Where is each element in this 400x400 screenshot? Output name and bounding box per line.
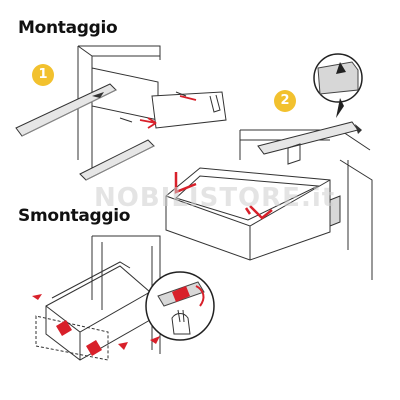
section-title-smontaggio: Smontaggio: [18, 206, 131, 226]
hand-icon: [171, 313, 191, 335]
drawer-front-fitting: [329, 195, 341, 227]
rail-end-icon: [355, 124, 362, 134]
section-title-montaggio: Montaggio: [18, 18, 118, 38]
cabinet-right-side: [339, 159, 373, 280]
rail-lower: [79, 139, 155, 181]
zoom-rail-detail: [317, 61, 359, 95]
screw-lower: [119, 117, 133, 123]
red-marker-top: [32, 294, 42, 300]
drawer-ghost-dashed: [35, 315, 109, 361]
red-bracket-right: [249, 205, 273, 220]
drawer-inner: [175, 175, 320, 221]
rail-upper: [15, 83, 117, 137]
step-badge-1: 1: [32, 64, 54, 86]
step-badge-2: 2: [274, 90, 296, 112]
watermark-logo: NOBILISTORE.it: [94, 183, 336, 213]
red-marker-right: [150, 336, 160, 344]
red-clip-right: [86, 340, 102, 356]
drawer-side-plate: [151, 91, 227, 129]
rotate-arrow-icon: [195, 285, 205, 307]
drawer-lower-edges: [45, 291, 151, 360]
red-bracket-left: [174, 172, 197, 194]
red-marker-bottom: [118, 342, 128, 350]
red-clip-left: [56, 320, 72, 336]
cabinet-top-edge: [78, 45, 161, 60]
zoom-clip-icon: [336, 62, 346, 74]
drawer-box-edges: [165, 179, 331, 260]
arrow-screw-upper: [179, 95, 197, 101]
rail-clip-icon: [92, 92, 104, 98]
zoom-pointer: [336, 98, 344, 118]
side-plate-hole: [209, 94, 221, 113]
screw-upper: [175, 91, 187, 97]
rail-step2-tab: [287, 143, 301, 165]
red-bracket-right-tick: [244, 207, 252, 215]
rail-step2: [257, 121, 359, 155]
drawer-box: [165, 167, 331, 261]
zoom-red-lever: [172, 286, 190, 302]
hand-finger-lines: [177, 309, 185, 323]
arrow-screw-lower: [139, 117, 157, 129]
rail-lower-unmount: [51, 261, 131, 299]
